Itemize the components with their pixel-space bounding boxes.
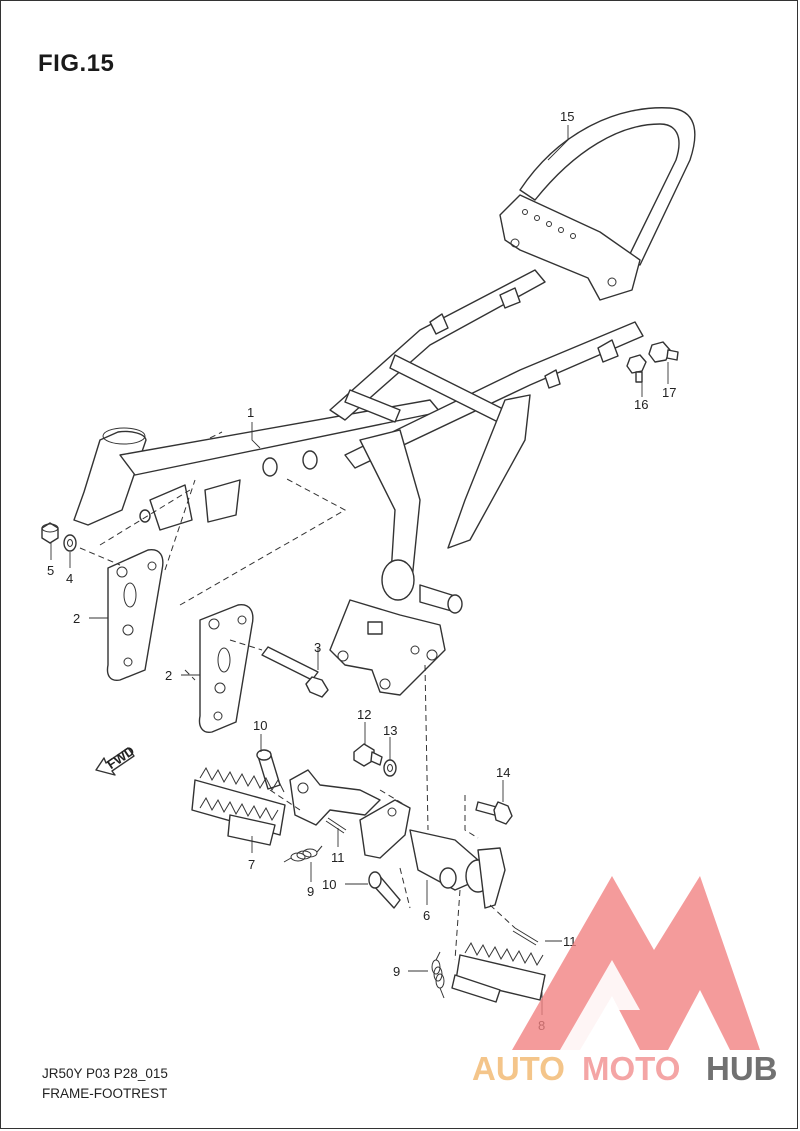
callout-9-lower: 9 [393, 964, 400, 979]
cotter-pin-11-lower [512, 927, 539, 946]
assembly-line [269, 789, 301, 811]
washer-4 [63, 534, 77, 552]
bolt-12 [353, 743, 383, 767]
callout-2-left: 2 [73, 611, 80, 626]
assembly-line [209, 431, 223, 439]
spring-9-lower [431, 951, 445, 999]
watermark-moto: MOTO [582, 1050, 680, 1087]
assembly-line [164, 479, 196, 571]
callout-5: 5 [47, 563, 54, 578]
callout-10-lower: 10 [322, 877, 336, 892]
footrest-bracket-6 [289, 769, 506, 909]
assembly-line [229, 639, 263, 651]
footrest-right-8 [451, 941, 546, 1003]
figure-title: FIG.15 [38, 50, 115, 77]
watermark-auto: AUTO [472, 1050, 565, 1087]
assembly-line [99, 489, 191, 546]
assembly-line [184, 669, 196, 681]
assembly-line [489, 904, 516, 929]
callout-9-upper: 9 [307, 884, 314, 899]
callout-7: 7 [248, 857, 255, 872]
nut-5 [41, 522, 59, 544]
engine-bracket-right [198, 604, 254, 733]
callout-16: 16 [634, 397, 648, 412]
callout-1: 1 [247, 405, 254, 420]
assembly-line [399, 867, 411, 909]
assembly-line [464, 795, 479, 839]
bolt-16 [626, 354, 647, 383]
callout-14: 14 [496, 765, 510, 780]
fwd-arrow-icon: FWD [95, 743, 137, 776]
callout-12: 12 [357, 707, 371, 722]
callout-2-right: 2 [165, 668, 172, 683]
callout-10-upper: 10 [253, 718, 267, 733]
callout-3: 3 [314, 640, 321, 655]
footrest-left-7 [191, 766, 286, 846]
callout-4: 4 [66, 571, 73, 586]
pin-10-upper [256, 749, 281, 790]
pin-10-lower [368, 871, 401, 909]
bolt-17 [648, 341, 679, 363]
assembly-line [454, 889, 461, 961]
spring-9-upper [283, 845, 323, 863]
callout-labels: 1 2 2 3 4 5 6 7 8 9 9 10 10 11 11 12 13 … [47, 109, 676, 1033]
callout-6: 6 [423, 908, 430, 923]
watermark-logo: AUTO MOTO HUB [472, 876, 778, 1087]
cotter-pin-11-upper [325, 817, 347, 834]
main-frame [73, 269, 644, 696]
callout-15: 15 [560, 109, 574, 124]
assembly-line [379, 789, 406, 806]
callout-17: 17 [662, 385, 676, 400]
callout-11-upper: 11 [331, 850, 345, 865]
assembly-line [179, 477, 347, 606]
bolt-14 [475, 801, 513, 825]
fwd-label: FWD [104, 743, 137, 772]
washer-13 [383, 759, 397, 777]
watermark-hub: HUB [706, 1050, 778, 1087]
drawing-code: JR50Y P03 P28_015 [42, 1066, 168, 1081]
assembly-line [79, 547, 121, 566]
assembly-line [424, 664, 429, 831]
drawing-name: FRAME-FOOTREST [42, 1086, 168, 1101]
bolt-3 [261, 646, 329, 698]
engine-bracket-left [106, 549, 164, 682]
rear-carrier [499, 107, 696, 301]
callout-13: 13 [383, 723, 397, 738]
